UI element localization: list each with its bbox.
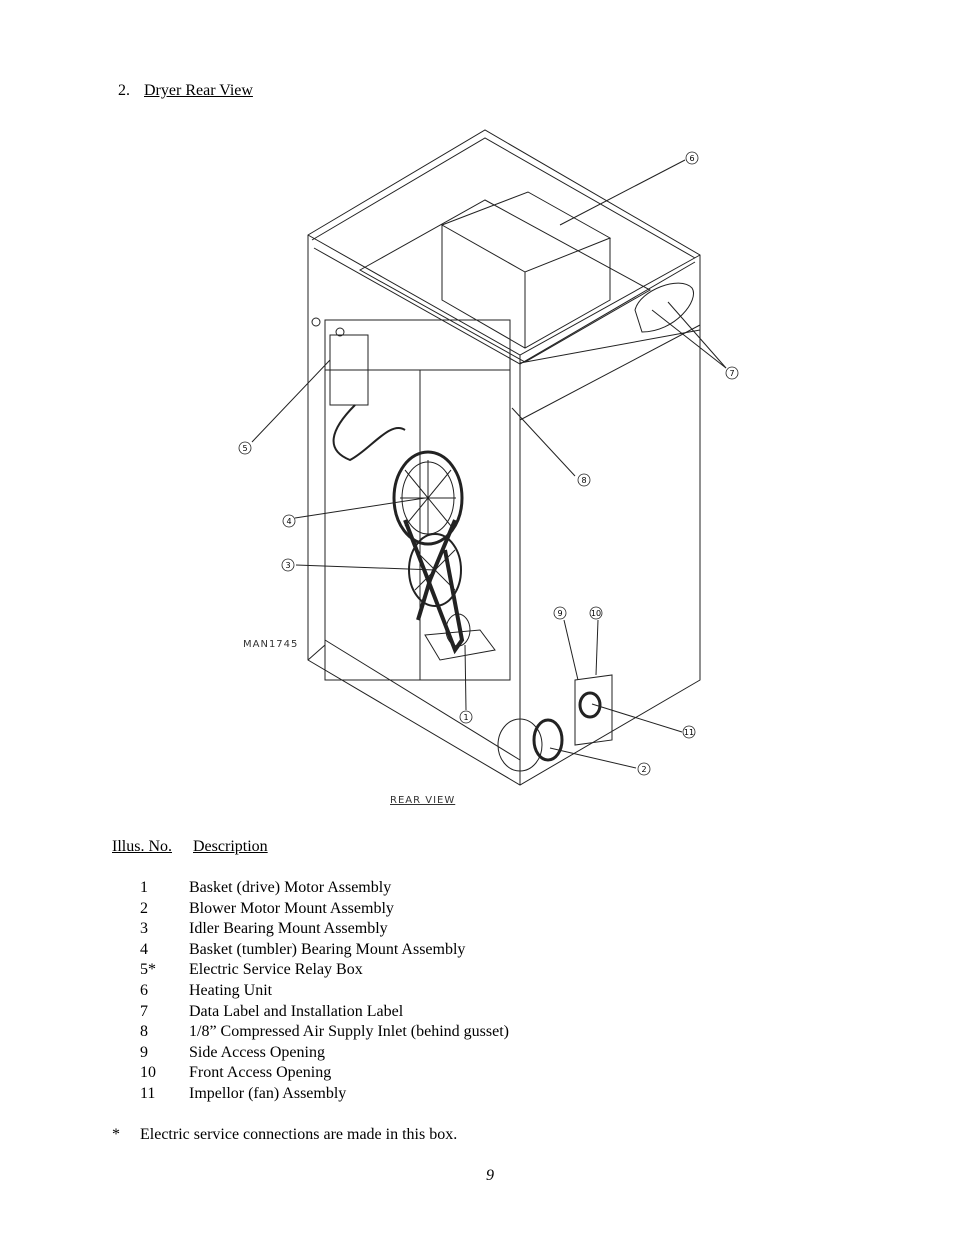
callout-2 (637, 762, 651, 776)
legend-num: 9 (140, 1043, 148, 1061)
callout-1 (459, 710, 473, 724)
callout-4 (282, 514, 296, 528)
footnote-text: Electric service connections are made in… (140, 1126, 458, 1143)
callout-5 (238, 441, 252, 455)
drawing-code: MAN1745 (243, 639, 298, 650)
page-number: 9 (486, 1167, 494, 1184)
callout-6 (685, 151, 699, 165)
legend-col2-header: Description (193, 838, 268, 855)
legend-num: 4 (140, 940, 148, 958)
callout-4-label: 4 (286, 517, 291, 526)
callout-9-label: 9 (557, 609, 562, 618)
blower-motor (497, 718, 543, 772)
legend-num: 6 (140, 981, 148, 999)
section-number: 2. (118, 82, 130, 99)
idler-pulley (408, 533, 462, 607)
legend-num: 8 (140, 1023, 148, 1041)
callout-7-label: 7 (729, 369, 734, 378)
callout-7 (725, 366, 739, 380)
legend-num: 1 (140, 879, 148, 896)
legend-header: Illus. No. Description (112, 838, 268, 856)
legend-desc: Basket (tumbler) Bearing Mount Assembly (189, 940, 466, 958)
section-title: Dryer Rear View (144, 82, 253, 99)
callout-2-label: 2 (641, 765, 646, 774)
legend-num: 3 (140, 920, 148, 938)
legend-num: 7 (140, 1002, 148, 1020)
legend-num: 5* (140, 961, 156, 979)
callout-5-label: 5 (242, 444, 247, 453)
callout-1-label: 1 (463, 713, 468, 722)
callout-3 (281, 558, 295, 572)
footnote-marker: * (112, 1126, 120, 1143)
legend-desc: Data Label and Installation Label (189, 1002, 404, 1020)
callout-9 (553, 606, 567, 620)
legend-col1-header: Illus. No. (112, 838, 172, 855)
data-label-plate (634, 282, 694, 333)
legend-desc: Front Access Opening (189, 1064, 332, 1082)
callout-11-label: 11 (684, 728, 694, 737)
callout-6-label: 6 (689, 154, 694, 163)
legend-num: 11 (140, 1084, 156, 1102)
legend-num: 2 (140, 899, 148, 917)
figure-caption: REAR VIEW (390, 795, 455, 806)
footnote: * Electric service connections are made i… (112, 1126, 457, 1144)
heating-unit-top (440, 191, 612, 273)
drive-belt (403, 519, 465, 655)
access-opening (574, 674, 613, 746)
legend-desc: Heating Unit (189, 981, 273, 999)
legend-num: 10 (140, 1064, 156, 1082)
callout-11 (682, 725, 696, 739)
legend-desc: Electric Service Relay Box (189, 961, 363, 979)
callout-8 (577, 473, 591, 487)
dryer-drawing: 6 7 5 8 4 3 9 10 1 11 2 MAN1745 REAR VIE… (238, 129, 739, 806)
legend-desc: Impellor (fan) Assembly (189, 1084, 347, 1102)
drive-motor (424, 629, 496, 661)
callout-8-label: 8 (581, 476, 586, 485)
legend-desc: 1/8” Compressed Air Supply Inlet (behind… (189, 1023, 509, 1041)
relay-box (329, 334, 369, 406)
legend-desc: Basket (drive) Motor Assembly (189, 879, 392, 896)
cabinet-outline (307, 129, 701, 786)
dryer-rear-view-figure: 6 7 5 8 4 3 9 10 1 11 2 MAN1745 REAR VIE… (230, 120, 750, 820)
section-heading: 2. Dryer Rear View (118, 82, 253, 100)
basket-pulley (392, 450, 464, 546)
callout-3-label: 3 (285, 561, 290, 570)
legend-desc: Side Access Opening (189, 1043, 325, 1061)
legend-desc: Blower Motor Mount Assembly (189, 899, 394, 917)
legend-desc: Idler Bearing Mount Assembly (189, 920, 388, 938)
callout-10-label: 10 (591, 609, 601, 618)
callout-10 (589, 606, 603, 620)
